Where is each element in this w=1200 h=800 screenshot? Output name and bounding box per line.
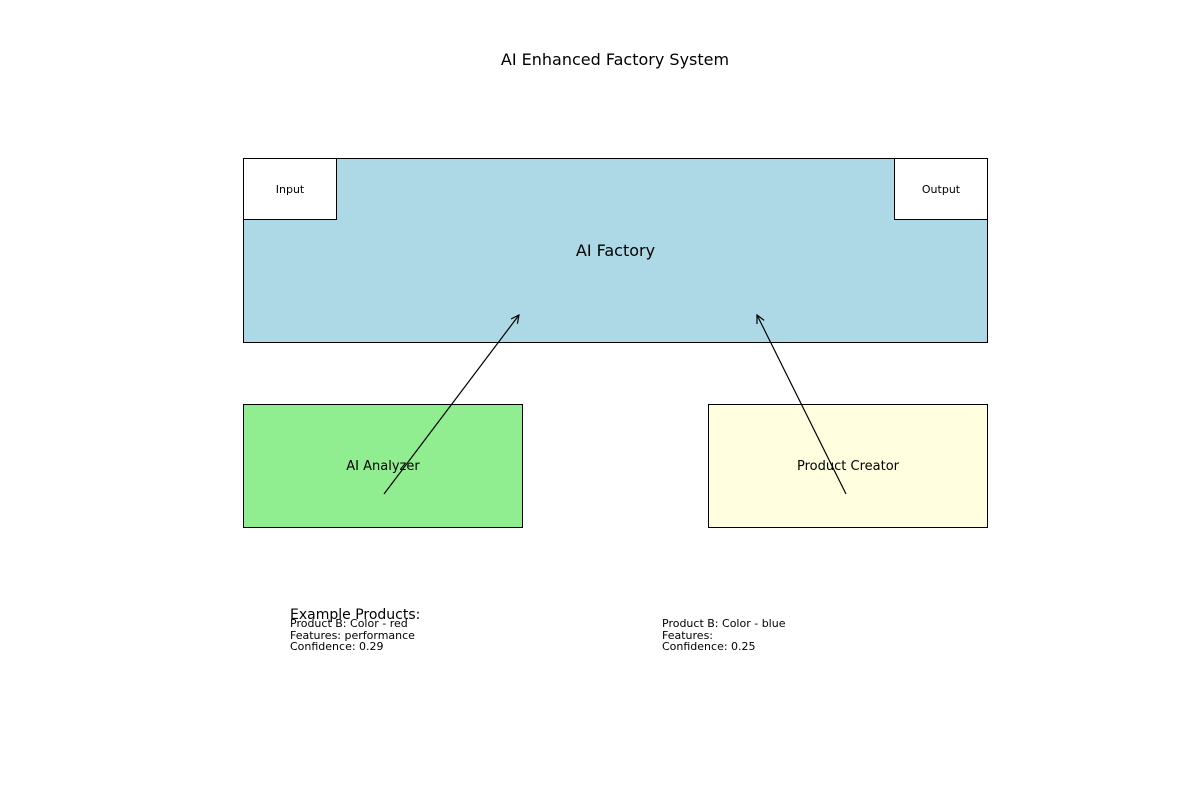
- output-box: Output: [894, 158, 988, 220]
- product-2-color: Product B: Color - blue: [662, 617, 786, 630]
- product-creator-label: Product Creator: [797, 458, 899, 474]
- diagram-title: AI Enhanced Factory System: [500, 50, 730, 69]
- example-product-2: Product B: Color - blue Features: Confid…: [662, 618, 785, 653]
- product-1-features: Features: performance: [290, 628, 415, 642]
- product-2-confidence: Confidence: 0.25: [662, 640, 756, 653]
- output-label: Output: [921, 182, 961, 196]
- product-2-features: Features:: [662, 628, 714, 642]
- input-box: Input: [243, 158, 337, 220]
- example-product-1: Product B: Color - red Features: perform…: [290, 618, 415, 653]
- product-creator-box: Product Creator: [708, 404, 988, 528]
- ai-analyzer-label: AI Analyzer: [346, 458, 420, 474]
- product-1-color: Product B: Color - red: [290, 617, 408, 630]
- ai-analyzer-box: AI Analyzer: [243, 404, 523, 528]
- ai-factory-box: AI Factory: [243, 158, 988, 343]
- example-products-heading: Example Products:: [290, 607, 421, 623]
- ai-factory-label: AI Factory: [575, 241, 656, 260]
- product-1-confidence: Confidence: 0.29: [290, 640, 384, 653]
- input-label: Input: [275, 182, 305, 196]
